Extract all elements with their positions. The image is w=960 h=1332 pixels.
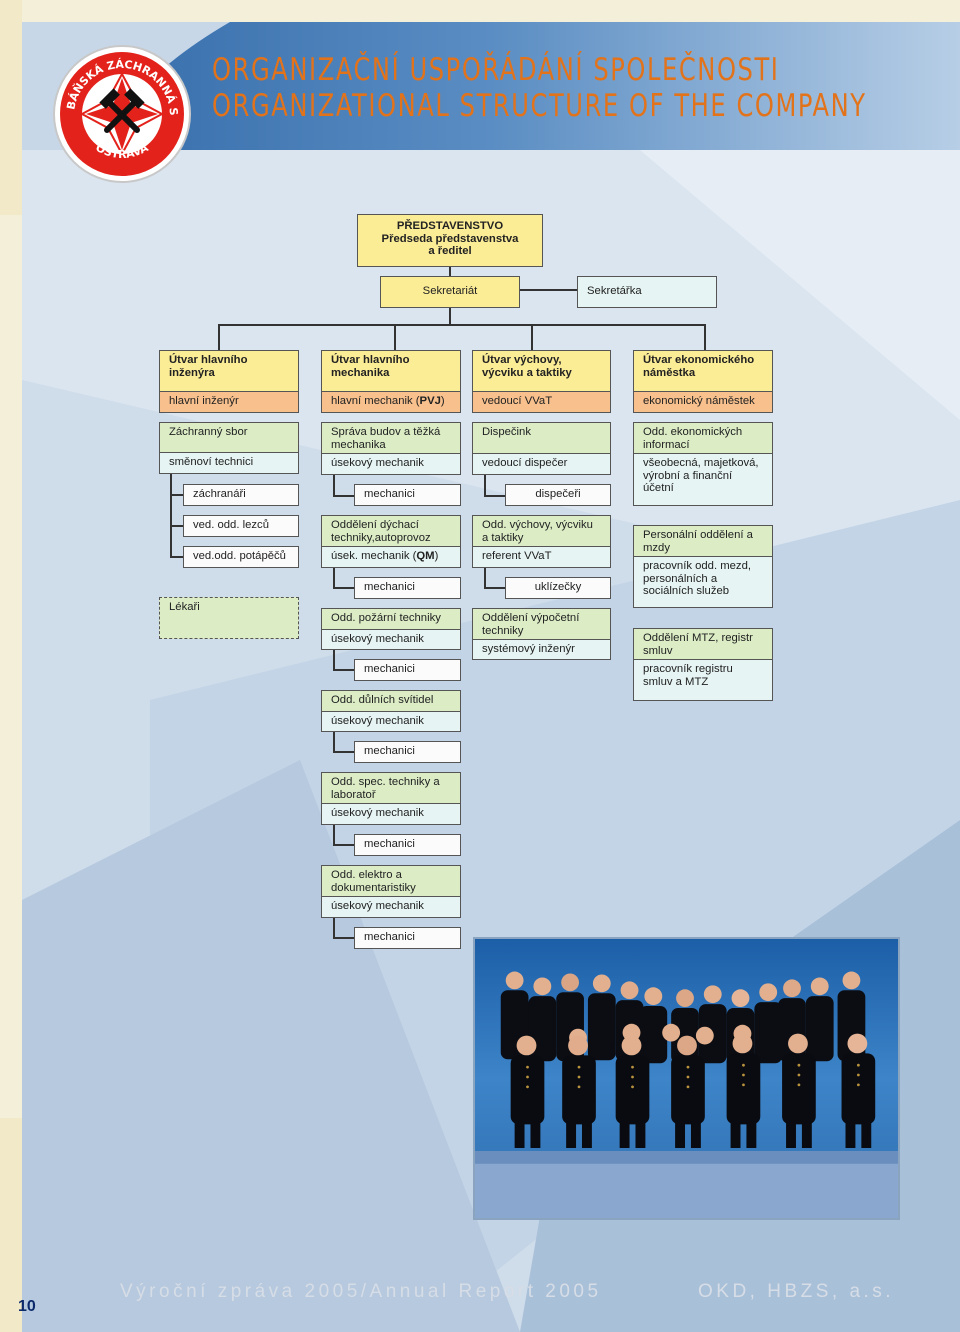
unit-mtz-registry: Oddělení MTZ, registr smluv <box>633 628 773 660</box>
unit-mine-lamps: Odd. důlních svítidel <box>321 690 461 712</box>
role-mechanics: mechanici <box>354 927 461 949</box>
unit-breathing-tech: Oddělení dýchací techniky,autoprovoz <box>321 515 461 547</box>
role-rescuers: záchranáři <box>183 484 299 506</box>
unit-buildings: Správa budov a těžká mechanika <box>321 422 461 454</box>
board-chair: Předseda představenstva <box>367 233 533 246</box>
dept-head-economic: Útvar ekonomického náměstka <box>633 350 773 392</box>
hbzs-logo: HLAVNÍ BÁŇSKÁ ZÁCHRANNÁ STANICE OSTRAVA <box>52 44 192 184</box>
board-director: a ředitel <box>367 245 533 258</box>
unit-rescue-corps: Záchranný sbor <box>159 422 299 453</box>
role-section-mechanic-qm: úsek. mechanik (QM) <box>321 546 461 568</box>
role-section-mechanic: úsekový mechanik <box>321 711 461 732</box>
role-section-mechanic: úsekový mechanik <box>321 453 461 475</box>
role-shift-technicians: směnoví technici <box>159 452 299 474</box>
footer-report-title: Výroční zpráva 2005/Annual Report 2005 <box>120 1281 602 1303</box>
board-title: PŘEDSTAVENSTVO <box>367 220 533 233</box>
role-divers-lead: ved.odd. potápěčů <box>183 546 299 568</box>
role-mechanics: mechanici <box>354 577 461 599</box>
role-mechanics: mechanici <box>354 659 461 681</box>
unit-doctors: Lékaři <box>159 597 299 639</box>
dept-head-chief-mechanic: Útvar hlavního mechanika <box>321 350 461 392</box>
role-system-engineer: systémový inženýr <box>472 639 611 660</box>
role-head-dispatcher: vedoucí dispečer <box>472 453 611 475</box>
secretary-box: Sekretářka <box>577 276 717 308</box>
page-title-cz: ORGANIZAČNÍ USPOŘÁDÁNÍ SPOLEČNOSTI <box>212 52 779 88</box>
role-section-mechanic: úsekový mechanik <box>321 629 461 650</box>
unit-training: Odd. výchovy, výcviku a taktiky <box>472 515 611 547</box>
role-mechanics: mechanici <box>354 834 461 856</box>
role-registry-staff: pracovník registru smluv a MTZ <box>633 659 773 701</box>
role-climbers-lead: ved. odd. lezců <box>183 515 299 537</box>
dept-head-chief-engineer: Útvar hlavního inženýra <box>159 350 299 392</box>
unit-electro-docs: Odd. elektro a dokumentaristiky <box>321 865 461 897</box>
team-group-photo <box>473 937 900 1220</box>
role-section-mechanic: úsekový mechanik <box>321 896 461 918</box>
role-economic-deputy: ekonomický náměstek <box>633 391 773 413</box>
role-chief-mechanic: hlavní mechanik (PVJ) <box>321 391 461 413</box>
role-referent-vvat: referent VVaT <box>472 546 611 568</box>
dept-head-training: Útvar výchovy, výcviku a taktiky <box>472 350 611 392</box>
page-title-en: ORGANIZATIONAL STRUCTURE OF THE COMPANY <box>212 88 867 124</box>
role-mechanics: mechanici <box>354 484 461 506</box>
role-chief-engineer: hlavní inženýr <box>159 391 299 413</box>
unit-dispatch: Dispečink <box>472 422 611 454</box>
unit-fire-tech: Odd. požární techniky <box>321 608 461 630</box>
unit-computing: Oddělení výpočetní techniky <box>472 608 611 640</box>
unit-special-tech-lab: Odd. spec. techniky a laboratoř <box>321 772 461 804</box>
role-mechanics: mechanici <box>354 741 461 763</box>
secretariat-box: Sekretariát <box>380 276 520 308</box>
board-box: PŘEDSTAVENSTVO Předseda představenstva a… <box>357 214 543 267</box>
page-number: 10 <box>18 1298 36 1316</box>
role-head-vvat: vedoucí VVaT <box>472 391 611 413</box>
role-dispatchers: dispečeři <box>505 484 611 506</box>
role-section-mechanic: úsekový mechanik <box>321 803 461 825</box>
role-hr-staff: pracovník odd. mezd, personálních a soci… <box>633 556 773 608</box>
role-accountants: všeobecná, majetková, výrobní a finanční… <box>633 453 773 506</box>
role-cleaners: uklízečky <box>505 577 611 599</box>
unit-economic-info: Odd. ekonomických informací <box>633 422 773 454</box>
footer-company: OKD, HBZS, a.s. <box>698 1281 894 1303</box>
unit-hr-payroll: Personální oddělení a mzdy <box>633 525 773 557</box>
